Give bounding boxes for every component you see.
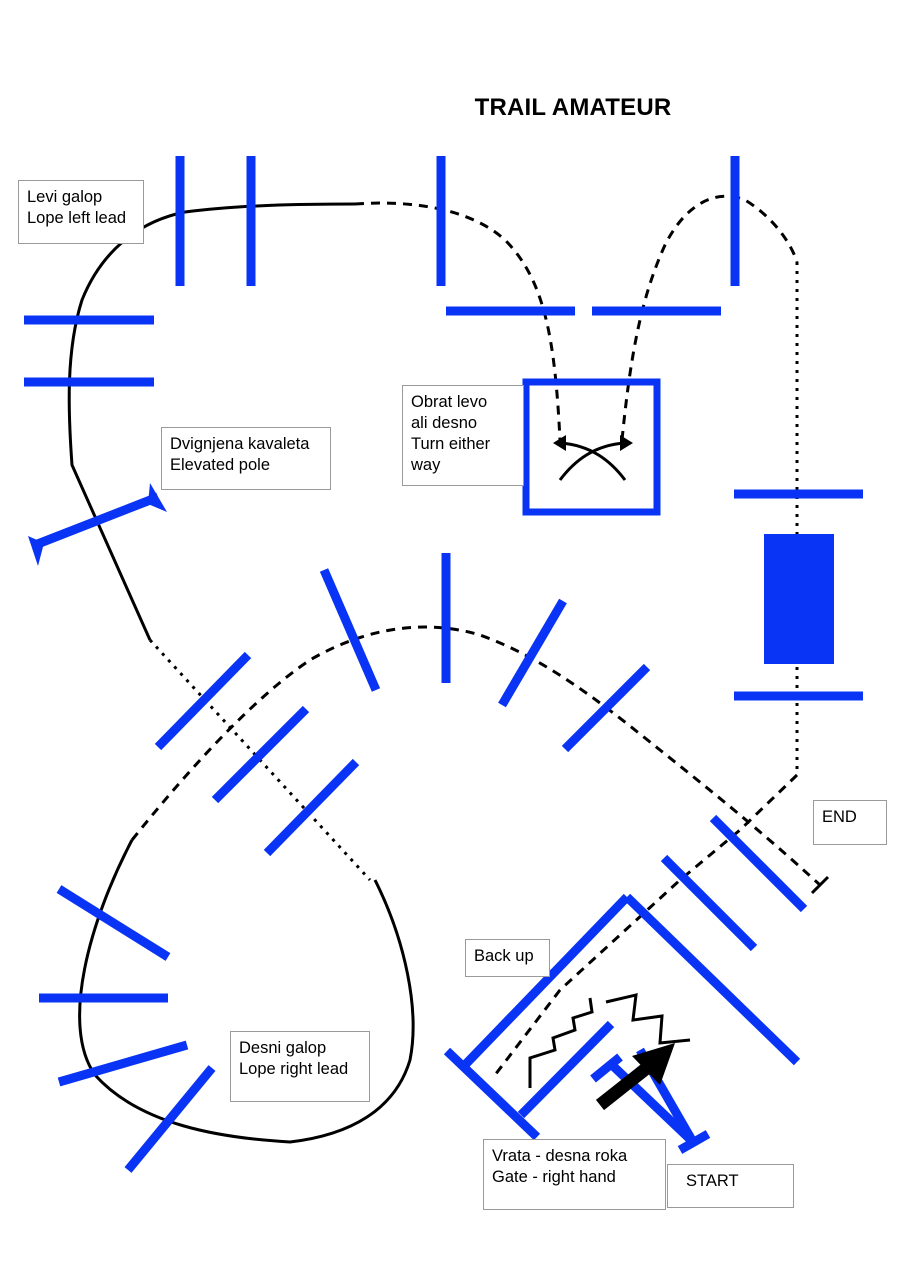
start-cap-1: [590, 1053, 623, 1083]
route-to-backup: [493, 773, 799, 1076]
label-lope-left: Levi galop Lope left lead: [18, 180, 144, 244]
label-turn-line2: ali desno: [411, 414, 478, 432]
route-lope-left: [67, 202, 356, 641]
label-elevated-pole: Dvignjena kavaleta Elevated pole: [161, 427, 331, 490]
pole-diag-2: [211, 705, 310, 804]
pole-right-loop-1: [56, 885, 171, 961]
page-title: TRAIL AMATEUR: [474, 94, 672, 121]
bridge: [764, 534, 834, 664]
turn-arrow-left: [559, 441, 627, 481]
label-end: END: [813, 800, 887, 845]
label-turn-line1: Obrat levo: [411, 393, 488, 411]
label-gate-line2: Gate - right hand: [492, 1168, 616, 1186]
route-to-turnbox-left: [354, 201, 562, 441]
pole-right-loop-4: [124, 1065, 216, 1173]
backup-rail-right: [623, 893, 801, 1066]
label-turn-line4: way: [411, 456, 441, 474]
label-turn-line3: Turn either: [411, 435, 491, 453]
pole-arc-3: [498, 598, 567, 708]
gate-zigzag-1: [528, 997, 594, 1088]
label-gate: Vrata - desna roka Gate - right hand: [483, 1139, 666, 1210]
pole-arc-1: [319, 568, 381, 692]
pole-end-2: [660, 854, 758, 952]
label-back-up-text: Back up: [474, 947, 534, 965]
start-arrow-shaft: [595, 1061, 653, 1111]
end-marker: [810, 875, 830, 895]
pole-diag-1: [154, 651, 252, 751]
turn-arrowhead-left: [553, 435, 566, 451]
label-lope-right: Desni galop Lope right lead: [230, 1031, 370, 1102]
label-lope-right-line1: Desni galop: [239, 1039, 327, 1057]
label-start-text: START: [686, 1172, 739, 1190]
gate-zigzag-2: [605, 993, 691, 1045]
route-middle-arc: [130, 625, 822, 887]
label-elevated-pole-line2: Elevated pole: [170, 456, 270, 474]
route-from-turnbox-right: [620, 194, 799, 441]
label-lope-left-line1: Levi galop: [27, 188, 103, 206]
label-end-text: END: [822, 808, 857, 826]
label-back-up: Back up: [465, 939, 550, 977]
turn-box: [522, 378, 661, 516]
label-start: START: [667, 1164, 794, 1208]
elevated-pole: [33, 492, 160, 550]
backup-rail-left: [458, 893, 631, 1072]
label-lope-left-line2: Lope left lead: [27, 209, 127, 227]
backup-rail-end: [443, 1047, 541, 1141]
turn-arrowhead-right: [620, 435, 633, 451]
turn-arrow-right: [558, 441, 626, 481]
label-elevated-pole-line1: Dvignjena kavaleta: [170, 435, 310, 453]
label-lope-right-line2: Lope right lead: [239, 1060, 349, 1078]
route-lope-right: [78, 839, 415, 1144]
start-cap-2: [677, 1130, 711, 1154]
start-arrow-head: [632, 1043, 675, 1085]
pole-end-1: [709, 814, 808, 913]
pole-diag-3: [263, 758, 360, 857]
label-gate-line1: Vrata - desna roka: [492, 1147, 628, 1165]
pole-arc-4: [561, 663, 651, 753]
pole-right-loop-3: [57, 1040, 189, 1087]
elevated-pole-end-left: [28, 536, 44, 566]
label-turn: Obrat levo ali desno Turn either way: [402, 385, 524, 486]
gate-pole: [517, 1020, 615, 1119]
elevated-pole-end-right: [148, 483, 167, 512]
